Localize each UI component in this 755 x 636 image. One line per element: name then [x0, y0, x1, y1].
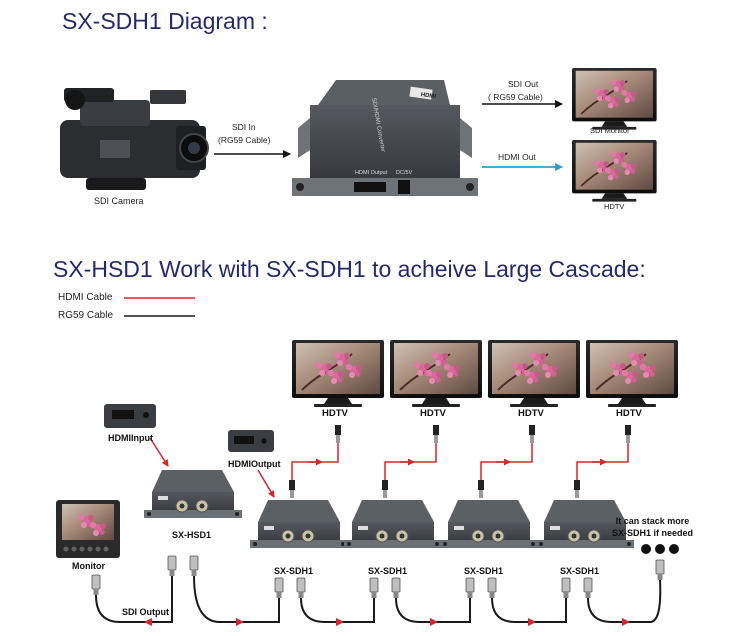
hdtv-4-label: HDTV — [616, 408, 642, 419]
hdtv-2-label: HDTV — [420, 408, 446, 419]
sdi-output-label: SDI Output — [122, 607, 169, 617]
hdmi-input-port-icon — [104, 404, 156, 428]
sdh1-3-label: SX-SDH1 — [464, 566, 504, 576]
top-diagram-title: SX-SDH1 Diagram : — [62, 8, 268, 34]
hdtv-top-icon — [572, 140, 657, 202]
sdi-camera-icon — [60, 88, 209, 190]
sdh1-converter-icon — [292, 80, 478, 196]
hsd1-label: SX-HSD1 — [172, 530, 212, 540]
hsd1-device-icon — [143, 469, 243, 519]
signal-direction-arrows — [144, 618, 630, 626]
converter-dc-port-label: DC/5V — [396, 170, 413, 176]
stack-note-line-2: SX-SDH1 if needed — [612, 528, 694, 538]
legend-rg59-label: RG59 Cable — [58, 310, 114, 321]
monitor-icon — [56, 500, 120, 558]
more-devices-dots — [641, 544, 679, 554]
sdh1-device-1-icon — [249, 499, 349, 549]
converter-hdmi-port-label: HDMI Output — [355, 170, 388, 176]
sdi-in-cable-label: (RG59 Cable) — [218, 135, 271, 145]
hdtv-3-icon — [488, 340, 580, 407]
sdi-in-label: SDI In — [232, 122, 256, 132]
hdmi-cable-2 — [382, 425, 439, 498]
sdh1-1-label: SX-SDH1 — [274, 566, 314, 576]
hdmi-cable-1 — [289, 425, 341, 498]
hdmi-cable-4 — [574, 425, 631, 498]
hdmi-output-port-icon — [228, 430, 274, 452]
hdtv-1-label: HDTV — [322, 408, 348, 419]
hdmi-cable-3 — [478, 425, 535, 498]
stack-note: It can stack more SX-SDH1 if needed — [612, 515, 693, 539]
hdtv-top-label: HDTV — [604, 202, 625, 211]
hdtv-3-label: HDTV — [518, 408, 544, 419]
converter-logo: HDMI — [420, 92, 436, 100]
legend-hdmi-label: HDMI Cable — [58, 292, 113, 303]
sdi-out-cable-label: ( RG59 Cable) — [488, 92, 543, 102]
hdmi-out-label: HDMI Out — [498, 152, 536, 162]
sdi-out-label: SDI Out — [508, 79, 539, 89]
hdtv-2-icon — [390, 340, 482, 407]
hdmi-output-label: HDMIOutput — [228, 459, 281, 469]
hdtv-4-icon — [586, 340, 678, 407]
bottom-diagram-title: SX-HSD1 Work with SX-SDH1 to acheive Lar… — [53, 256, 646, 282]
sdi-monitor-icon — [572, 68, 657, 130]
sdh1-2-label: SX-SDH1 — [368, 566, 408, 576]
stack-note-line-1: It can stack more — [615, 516, 690, 526]
hdmi-input-arrow — [149, 437, 169, 467]
sdh1-device-3-icon — [439, 499, 539, 549]
sdh1-4-label: SX-SDH1 — [560, 566, 600, 576]
sdi-monitor-label: SDI Monitor — [590, 126, 630, 135]
monitor-label: Monitor — [72, 561, 105, 571]
sdh1-device-2-icon — [343, 499, 443, 549]
hdmi-input-label: HDMIInput — [108, 433, 153, 443]
sdi-camera-label: SDI Camera — [94, 196, 144, 206]
hdmi-output-arrow — [257, 469, 275, 498]
hdtv-1-icon — [292, 340, 384, 407]
